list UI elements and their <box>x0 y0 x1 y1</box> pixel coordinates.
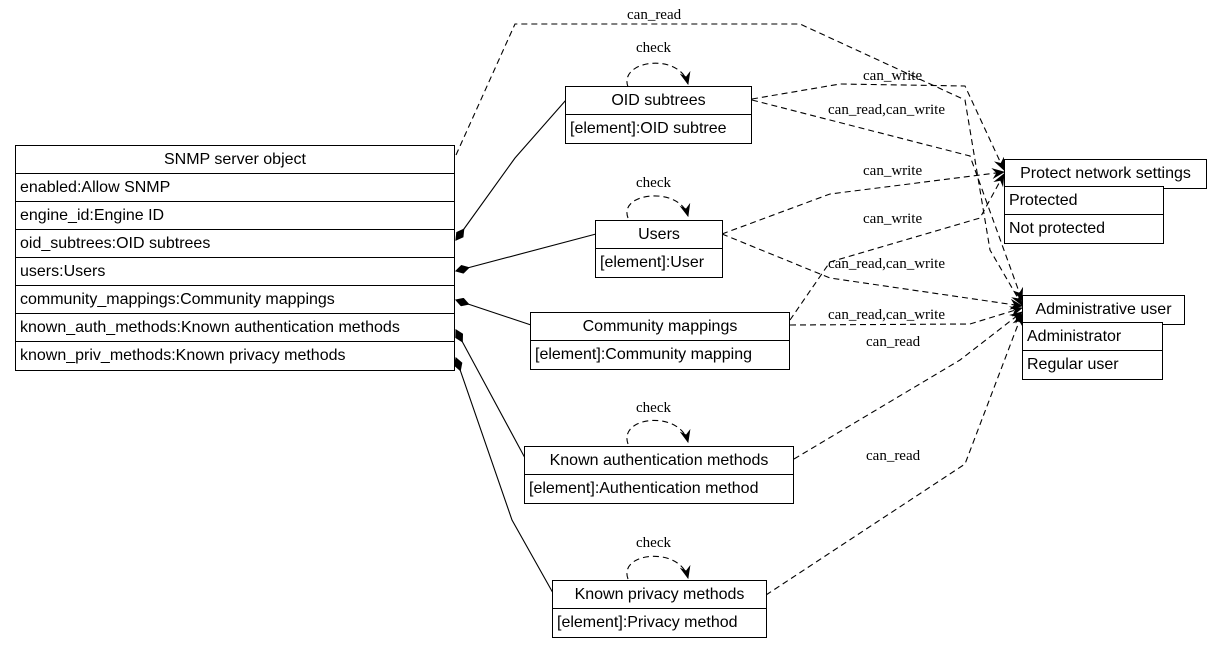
label-users-check: check <box>636 175 671 191</box>
label-oid-check: check <box>636 40 671 56</box>
oid-subtrees-title: OID subtrees <box>566 87 751 115</box>
protect-network-settings-box: Protect network settings <box>1004 159 1207 189</box>
label-priv-check: check <box>636 535 671 551</box>
edge-users-admin-can-read-write <box>721 233 1024 310</box>
label-cm-can-write: can_write <box>863 211 922 227</box>
admin-value-administrator: Administrator <box>1023 323 1162 351</box>
snmp-field-enabled: enabled:Allow SNMP <box>16 174 454 202</box>
label-top-can-read: can_read <box>627 7 682 23</box>
protect-value-protected: Protected <box>1005 187 1163 215</box>
snmp-title: SNMP server object <box>16 146 454 174</box>
edge-snmp-oid-subtrees <box>455 99 567 241</box>
known-auth-title: Known authentication methods <box>525 447 793 475</box>
admin-title: Administrative user <box>1035 301 1172 318</box>
admin-values-box: Administrator Regular user <box>1022 322 1163 380</box>
protect-title: Protect network settings <box>1020 165 1191 182</box>
known-priv-methods-box: Known privacy methods [element]:Privacy … <box>552 580 767 638</box>
administrative-user-box: Administrative user <box>1022 295 1185 325</box>
admin-value-regular-user: Regular user <box>1027 356 1119 373</box>
users-element: [element]:User <box>600 254 705 271</box>
loop-auth-check <box>626 419 691 445</box>
snmp-field-community-mappings: community_mappings:Community mappings <box>16 286 454 314</box>
oid-subtrees-box: OID subtrees [element]:OID subtree <box>565 86 752 144</box>
edge-snmp-known-auth <box>455 329 526 459</box>
label-users-can-write: can_write <box>863 163 922 179</box>
snmp-field-oid-subtrees: oid_subtrees:OID subtrees <box>16 230 454 258</box>
label-priv-can-read: can_read <box>866 448 921 464</box>
users-box: Users [element]:User <box>595 220 723 278</box>
known-priv-title: Known privacy methods <box>553 581 766 609</box>
snmp-field-engine-id: engine_id:Engine ID <box>16 202 454 230</box>
label-auth-can-read: can_read <box>866 334 921 350</box>
edge-snmp-known-priv <box>453 356 554 594</box>
protect-values-box: Protected Not protected <box>1004 186 1164 244</box>
edge-users-protect-can-write <box>721 168 1006 235</box>
edge-auth-admin-can-read <box>793 311 1023 460</box>
edge-priv-admin-can-read <box>765 312 1023 596</box>
edge-cm-admin-can-read-write <box>789 306 1024 326</box>
label-oid-can-write: can_write <box>863 68 922 84</box>
snmp-field-users: users:Users <box>16 258 454 286</box>
snmp-field-known-auth-methods: known_auth_methods:Known authentication … <box>16 314 454 342</box>
edge-snmp-community-mappings <box>454 297 532 326</box>
snmp-server-object-box: SNMP server object enabled:Allow SNMP en… <box>15 145 455 371</box>
edge-oid-protect-can-write <box>751 83 1005 171</box>
label-cm-can-read-write: can_read,can_write <box>828 307 945 323</box>
edge-cm-protect-can-write <box>789 173 1005 321</box>
community-mappings-box: Community mappings [element]:Community m… <box>530 312 790 370</box>
snmp-field-known-priv-methods: known_priv_methods:Known privacy methods <box>20 347 346 364</box>
community-mappings-element: [element]:Community mapping <box>535 346 752 363</box>
protect-value-not-protected: Not protected <box>1009 220 1106 237</box>
edge-oid-admin-can-read-write <box>751 99 1024 302</box>
oid-subtrees-element: [element]:OID subtree <box>570 120 727 137</box>
known-priv-element: [element]:Privacy method <box>557 614 738 631</box>
users-title: Users <box>596 221 722 249</box>
label-auth-check: check <box>636 400 671 416</box>
loop-users-check <box>626 195 691 219</box>
label-users-can-read-write: can_read,can_write <box>828 256 945 272</box>
loop-oid-check <box>626 62 691 88</box>
community-mappings-title: Community mappings <box>531 313 789 341</box>
edge-snmp-users <box>454 233 597 274</box>
label-oid-can-read-write: can_read,can_write <box>828 102 945 118</box>
loop-priv-check <box>626 555 691 580</box>
known-auth-methods-box: Known authentication methods [element]:A… <box>524 446 794 504</box>
edge-snmp-admin-can-read <box>455 23 1023 306</box>
known-auth-element: [element]:Authentication method <box>529 480 759 497</box>
